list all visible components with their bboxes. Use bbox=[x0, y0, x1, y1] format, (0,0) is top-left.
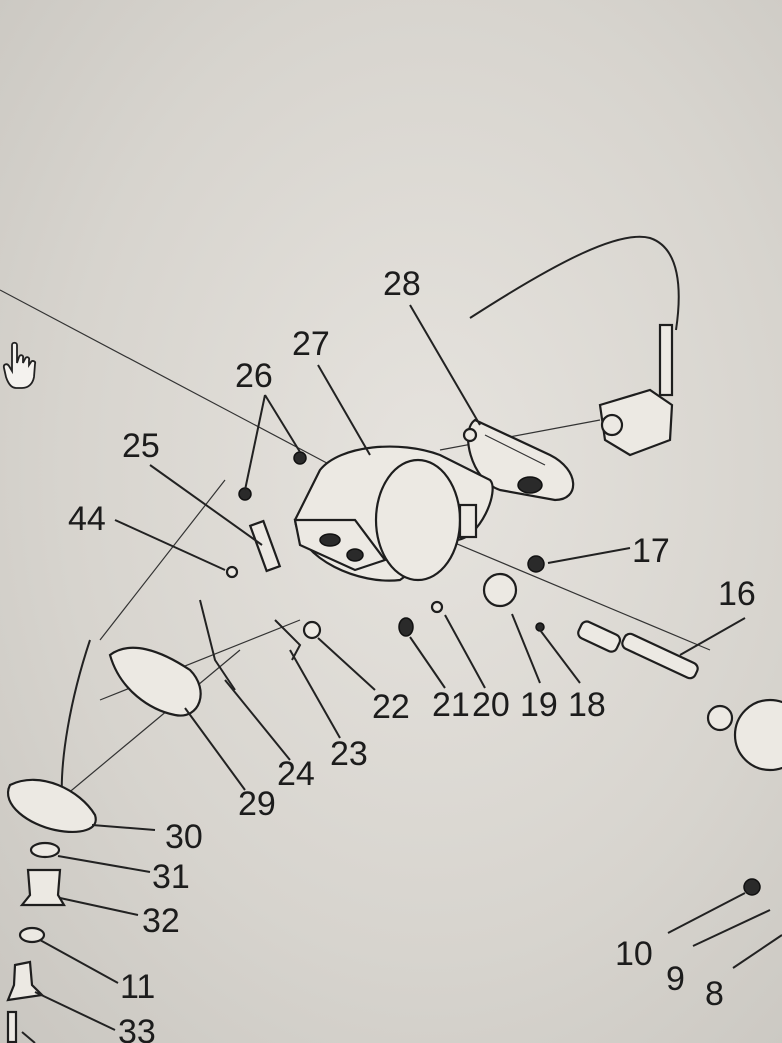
part-18-pin bbox=[535, 622, 545, 632]
part-label-9: 9 bbox=[666, 960, 685, 998]
part-label-8: 8 bbox=[705, 975, 724, 1013]
part-label-19: 19 bbox=[520, 686, 558, 724]
part-label-24: 24 bbox=[277, 755, 315, 793]
part-31-washer bbox=[29, 841, 61, 859]
part-21-washer bbox=[398, 617, 414, 637]
part-label-30: 30 bbox=[165, 818, 203, 856]
sleeve bbox=[577, 620, 622, 653]
part-23-24-rods bbox=[199, 599, 302, 691]
reference-line bbox=[439, 419, 601, 451]
part-label-28: 28 bbox=[383, 265, 421, 303]
hand-pointer-icon bbox=[2, 341, 37, 389]
part-26-screw bbox=[293, 451, 307, 465]
part-16-shaft bbox=[621, 632, 699, 680]
reference-line bbox=[99, 479, 226, 641]
connector-part bbox=[598, 323, 674, 457]
part-label-11: 11 bbox=[120, 968, 155, 1006]
part-label-29: 29 bbox=[238, 785, 276, 823]
part-29-cover bbox=[108, 646, 202, 717]
part-label-16: 16 bbox=[718, 575, 756, 613]
part-label-33: 33 bbox=[118, 1013, 156, 1043]
part-label-20: 20 bbox=[472, 686, 510, 724]
part-28-cover bbox=[462, 418, 575, 502]
part-33-knob bbox=[6, 960, 45, 1002]
part-25-spring bbox=[248, 519, 282, 573]
reference-line bbox=[59, 649, 241, 801]
reference-line bbox=[0, 289, 341, 471]
part-label-27: 27 bbox=[292, 325, 330, 363]
part-label-23: 23 bbox=[330, 735, 368, 773]
part-label-18: 18 bbox=[568, 686, 606, 724]
washer bbox=[706, 704, 734, 732]
part-32-bushing bbox=[19, 868, 66, 907]
part-19-bushing bbox=[482, 572, 518, 608]
part-10-screw bbox=[743, 878, 761, 896]
part-20-screw bbox=[430, 600, 444, 614]
screw bbox=[6, 1010, 18, 1043]
part-label-32: 32 bbox=[142, 902, 180, 940]
part-label-10: 10 bbox=[615, 935, 653, 973]
part-11-washer bbox=[18, 926, 46, 944]
part-label-21: 21 bbox=[432, 686, 470, 724]
part-27-housing bbox=[293, 445, 494, 582]
part-22-nut bbox=[302, 620, 322, 640]
cable bbox=[469, 235, 680, 331]
part-label-26: 26 bbox=[235, 357, 273, 395]
part-label-22: 22 bbox=[372, 688, 410, 726]
part-label-44: 44 bbox=[68, 500, 106, 538]
gear bbox=[733, 698, 782, 772]
part-label-17: 17 bbox=[632, 532, 670, 570]
part-30-grip bbox=[7, 778, 97, 833]
part-17-nut bbox=[527, 555, 545, 573]
leader-lines bbox=[21, 304, 782, 1043]
cable-lower bbox=[60, 639, 91, 801]
part-label-31: 31 bbox=[152, 858, 190, 896]
part-44-screw bbox=[225, 565, 239, 579]
part-label-25: 25 bbox=[122, 427, 160, 465]
